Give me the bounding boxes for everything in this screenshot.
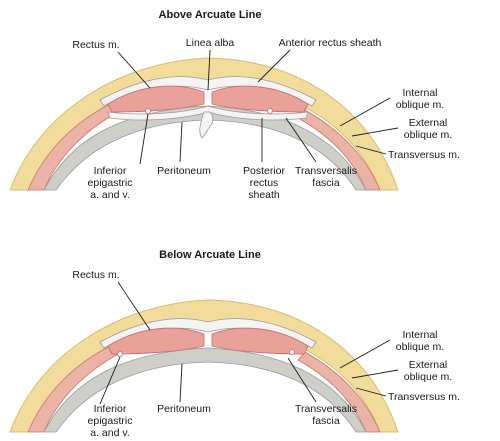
epigastric-vessel-left-below <box>117 350 124 357</box>
label-external-oblique-below-2: oblique m. <box>404 371 452 383</box>
label-transversalis-below-2: fascia <box>312 415 340 427</box>
leader-epigastric-above <box>139 113 149 165</box>
leader-transversus-above <box>355 145 387 155</box>
rectus-muscle-right-above <box>211 85 309 113</box>
leader-peritoneum-below <box>179 363 183 403</box>
epigastric-vessel-right-above <box>266 108 273 115</box>
leader-internal-oblique-below <box>339 339 391 369</box>
panel-title-above: Above Arcuate Line <box>159 9 262 21</box>
label-internal-oblique-above-2: oblique m. <box>396 99 444 111</box>
label-internal-oblique-below-1: Internal <box>402 329 437 341</box>
leader-transversus-below <box>355 387 387 397</box>
label-anterior-rectus-sheath: Anterior rectus sheath <box>279 37 382 49</box>
leader-linea-alba <box>207 49 211 91</box>
label-external-oblique-above-1: External <box>409 117 448 129</box>
label-peritoneum-below: Peritoneum <box>157 403 211 415</box>
label-internal-oblique-below-2: oblique m. <box>396 341 444 353</box>
leader-external-oblique-above <box>351 127 399 137</box>
label-posterior-sheath-3: sheath <box>248 189 280 201</box>
leader-anterior-sheath <box>257 49 291 83</box>
label-transversalis-below-1: Transversalis <box>295 403 357 415</box>
label-epigastric-above-2: epigastric <box>88 177 133 189</box>
rectus-muscle-right-below <box>211 327 309 355</box>
label-rectus-below: Rectus m. <box>72 269 119 281</box>
panel-below-arcuate: Below Arcuate Line Rectus m. Internal ob… <box>9 249 460 439</box>
posterior-rectus-sheath-above <box>107 105 309 121</box>
label-epigastric-below-1: Inferior <box>94 403 127 415</box>
leader-transversalis-above <box>285 117 317 163</box>
rectus-muscle-left-below <box>107 327 205 355</box>
label-peritoneum-above: Peritoneum <box>157 165 211 177</box>
label-epigastric-below-3: a. and v. <box>90 427 130 439</box>
label-internal-oblique-above-1: Internal <box>402 87 437 99</box>
label-epigastric-below-2: epigastric <box>88 415 133 427</box>
lateral-muscles-right-below <box>297 351 381 433</box>
label-posterior-sheath-2: rectus <box>250 177 279 189</box>
leader-peritoneum-above <box>179 121 183 163</box>
label-epigastric-above-3: a. and v. <box>90 189 130 201</box>
label-transversalis-above-1: Transversalis <box>295 165 357 177</box>
label-rectus-above: Rectus m. <box>72 39 119 51</box>
label-epigastric-above-1: Inferior <box>94 165 127 177</box>
label-transversus-below: Transversus m. <box>388 391 460 403</box>
label-posterior-sheath-1: Posterior <box>243 165 286 177</box>
epigastric-vessel-left-above <box>144 108 151 115</box>
rectus-muscle-left-above <box>107 85 205 113</box>
label-external-oblique-below-1: External <box>409 359 448 371</box>
label-transversalis-above-2: fascia <box>312 177 340 189</box>
panel-title-below: Below Arcuate Line <box>159 249 261 261</box>
panel-above-arcuate: Above Arcuate Line Re <box>9 9 460 201</box>
leader-rectus-below <box>117 281 151 331</box>
leader-epigastric-below <box>99 356 121 405</box>
label-external-oblique-above-2: oblique m. <box>404 129 452 141</box>
leader-rectus-above <box>117 51 151 89</box>
peritoneum-layer-below <box>43 347 367 433</box>
leader-transversalis-below <box>287 357 317 403</box>
label-linea-alba: Linea alba <box>186 37 235 49</box>
linea-alba-fold <box>199 111 214 139</box>
epigastric-vessel-right-below <box>288 348 295 355</box>
leader-external-oblique-below <box>351 369 399 379</box>
leader-internal-oblique-above <box>339 97 391 127</box>
label-transversus-above: Transversus m. <box>388 149 460 161</box>
